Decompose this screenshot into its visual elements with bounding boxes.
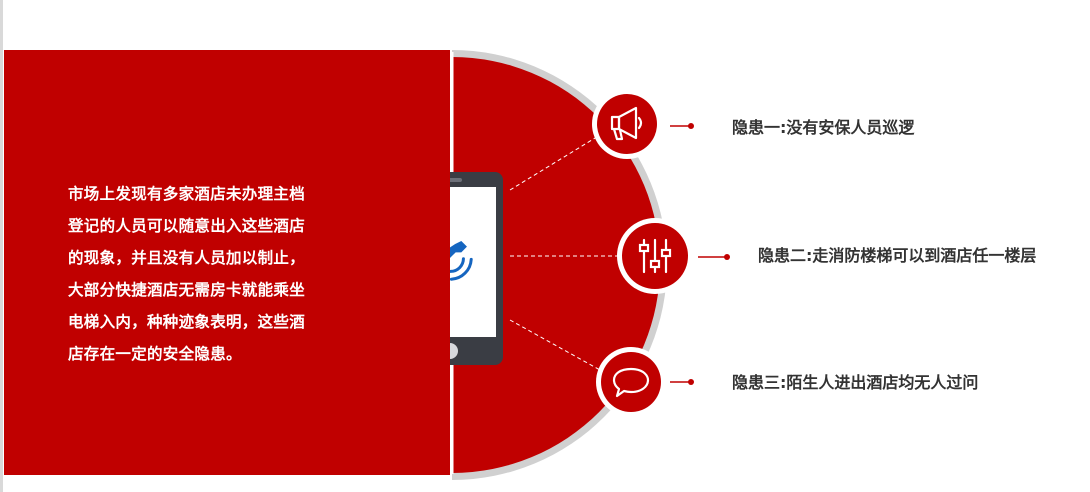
chat-bubble-icon bbox=[612, 367, 650, 398]
description-line: 的现象，并且没有人员加以制止， bbox=[68, 249, 306, 267]
sliders-icon bbox=[638, 238, 672, 274]
left-border bbox=[0, 0, 3, 492]
connector-1 bbox=[509, 134, 601, 191]
hazard-item-1: 隐患一:没有安保人员巡逻 bbox=[732, 118, 915, 137]
description-line: 电梯入内，种种迹象表明，这些酒 bbox=[68, 313, 306, 331]
item-3-badge bbox=[596, 347, 666, 417]
description-text: 市场上发现有多家酒店未办理主档 登记的人员可以随意出入这些酒店 的现象，并且没有… bbox=[68, 178, 368, 370]
item-1-badge bbox=[592, 89, 662, 159]
description-panel bbox=[4, 50, 450, 475]
item-2-dot bbox=[724, 254, 730, 260]
item-2-badge bbox=[617, 218, 693, 294]
hazard-item-2: 隐患二:走消防楼梯可以到酒店任一楼层 bbox=[758, 246, 1037, 265]
megaphone-icon bbox=[610, 106, 643, 141]
item-1-dot bbox=[688, 123, 694, 129]
description-line: 市场上发现有多家酒店未办理主档 bbox=[68, 185, 306, 203]
description-line: 店存在一定的安全隐患。 bbox=[68, 345, 242, 363]
item-3-dot bbox=[688, 379, 694, 385]
description-line: 登记的人员可以随意出入这些酒店 bbox=[68, 217, 306, 235]
connector-3 bbox=[509, 319, 601, 371]
hazard-item-3: 隐患三:陌生人进出酒店均无人过问 bbox=[732, 373, 979, 392]
description-line: 大部分快捷酒店无需房卡就能乘坐 bbox=[68, 281, 306, 299]
